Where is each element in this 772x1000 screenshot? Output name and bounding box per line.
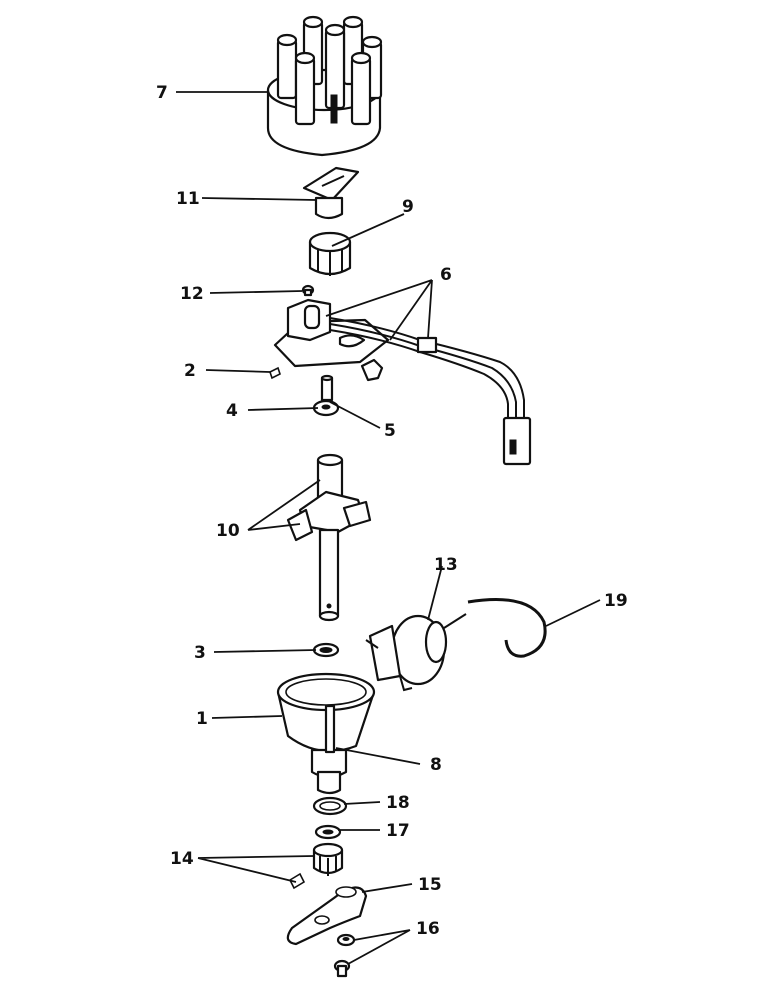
screw [301,284,315,297]
callout-11: 11 [176,189,200,209]
seal-18 [312,796,348,816]
callout-4: 4 [226,401,238,421]
callout-7: 7 [156,83,168,103]
retainer-nut [308,231,352,276]
callout-8: 8 [430,755,442,775]
callout-13: 13 [434,555,458,575]
dowel [320,374,334,402]
callout-1: 1 [196,709,208,729]
pickup-coil-assembly [273,298,532,466]
callout-14: 14 [170,849,194,869]
callout-17: 17 [386,821,410,841]
washer-17 [314,824,342,840]
callout-19: 19 [604,591,628,611]
callout-16: 16 [416,919,440,939]
washer-4 [312,399,340,417]
callout-9: 9 [402,197,414,217]
drive-gear [312,842,344,876]
callout-2: 2 [184,361,196,381]
callout-15: 15 [418,875,442,895]
callout-5: 5 [384,421,396,441]
callout-3: 3 [194,643,206,663]
callout-labels: 7 11 9 6 12 2 4 5 10 13 19 3 1 8 18 17 1… [156,83,628,939]
hold-down-clamp [286,886,368,946]
distributor-cap [266,15,383,157]
callout-10: 10 [216,521,240,541]
vacuum-advance [365,613,467,692]
callout-12: 12 [180,284,204,304]
vacuum-hose [467,598,547,658]
clamp-nut-bolt [333,933,356,978]
rotor [302,166,360,220]
housing-tab [324,704,336,754]
shaft-assembly [286,453,372,622]
pin [269,366,281,380]
ring-3 [312,642,340,658]
callout-6: 6 [440,265,452,285]
roll-pin [288,872,306,890]
callout-18: 18 [386,793,410,813]
leader-lines [176,91,601,965]
